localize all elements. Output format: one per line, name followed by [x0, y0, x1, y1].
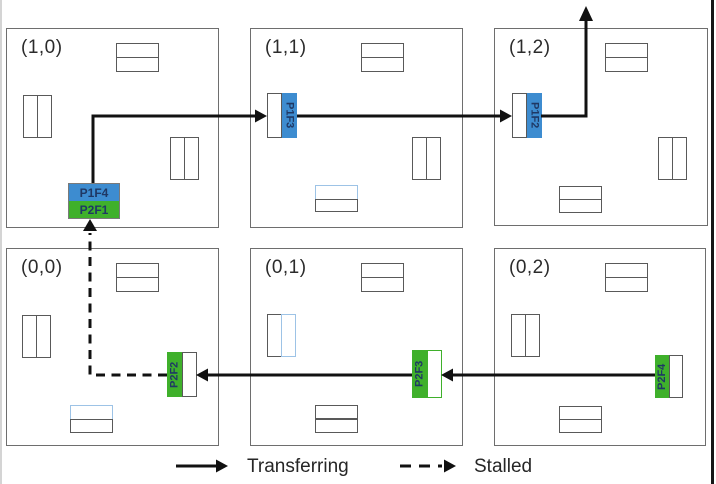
ip-block: [605, 43, 648, 72]
block-divider: [361, 276, 404, 279]
ip-block: [23, 95, 52, 138]
ip-block: [559, 186, 602, 213]
flit-buffer-p2f2: P2F2: [167, 352, 197, 397]
ip-block: [605, 263, 648, 292]
tile-label: (1,1): [265, 37, 307, 58]
empty-slot: [669, 355, 683, 398]
flit-p2f3: P2F3: [412, 350, 427, 398]
ip-block: [170, 137, 199, 180]
flit-buffer-p2f3: P2F3: [412, 350, 442, 398]
block-divider: [116, 56, 159, 59]
block-divider: [559, 198, 602, 201]
empty-slot: [512, 93, 527, 138]
empty-slot: [427, 350, 442, 398]
arrowhead-right-icon: [216, 459, 228, 473]
tile-0-0: (0,0) P2F2: [6, 248, 219, 446]
tile-1-0: (1,0) P1F4 P2F1: [6, 28, 219, 228]
tile-label: (1,0): [21, 37, 63, 58]
ip-block: [511, 314, 540, 357]
flit-p1f2: P1F2: [527, 93, 542, 138]
flit-buffer-p1f3: P1F3: [267, 93, 297, 138]
tile-1-2: (1,2) P1F2: [494, 28, 708, 226]
flit-p2f4: P2F4: [655, 355, 669, 398]
left-edge-line: [0, 0, 2, 484]
tile-0-2: (0,2) P2F4: [494, 248, 706, 446]
ip-block: [412, 137, 441, 180]
block-divider: [314, 198, 359, 213]
flit-buffer-p1f4-p2f1: P1F4 P2F1: [68, 183, 120, 219]
ip-block-highlighted: [314, 185, 359, 213]
block-divider: [361, 56, 404, 59]
legend-label-transferring: Transferring: [247, 456, 349, 477]
tile-1-1: (1,1) P1F3: [250, 28, 463, 228]
flit-p2f2: P2F2: [167, 352, 182, 397]
flit-p1f3: P1F3: [282, 93, 297, 138]
empty-slot: [267, 93, 282, 138]
block-divider: [36, 95, 39, 138]
ip-block: [315, 405, 358, 433]
tile-label: (0,0): [21, 257, 63, 278]
ip-block: [559, 406, 602, 433]
ip-block: [116, 263, 159, 292]
flit-buffer-p1f2: P1F2: [512, 93, 542, 138]
block-divider: [605, 276, 648, 279]
block-divider: [183, 137, 186, 180]
ip-block: [361, 263, 404, 292]
empty-slot: [182, 352, 197, 397]
block-divider: [315, 418, 358, 420]
tile-label: (0,1): [265, 257, 307, 278]
block-divider: [605, 56, 648, 59]
legend-label-stalled: Stalled: [474, 456, 533, 477]
ip-block-highlighted: [267, 314, 296, 357]
block-divider: [280, 314, 296, 357]
block-divider: [69, 419, 114, 434]
ip-block: [116, 43, 159, 72]
flit-p1f4: P1F4: [69, 184, 119, 201]
block-divider: [524, 314, 527, 357]
tile-0-1: (0,1) P2F3: [250, 248, 463, 446]
block-divider: [35, 315, 38, 358]
block-divider: [559, 418, 602, 421]
tile-label: (0,2): [509, 257, 551, 278]
block-divider: [671, 137, 674, 180]
ip-block-highlighted: [69, 405, 114, 434]
tile-label: (1,2): [509, 37, 551, 58]
right-edge-line: [711, 0, 714, 484]
flit-buffer-p2f4: P2F4: [655, 355, 683, 398]
block-divider: [425, 137, 428, 180]
flit-p2f1: P2F1: [69, 201, 119, 218]
arrowhead-up-icon: [579, 6, 593, 21]
arrowhead-right-icon: [444, 459, 456, 473]
block-divider: [267, 314, 283, 357]
ip-block: [658, 137, 687, 180]
ip-block: [361, 43, 404, 72]
block-divider: [116, 276, 159, 279]
ip-block: [22, 315, 51, 358]
